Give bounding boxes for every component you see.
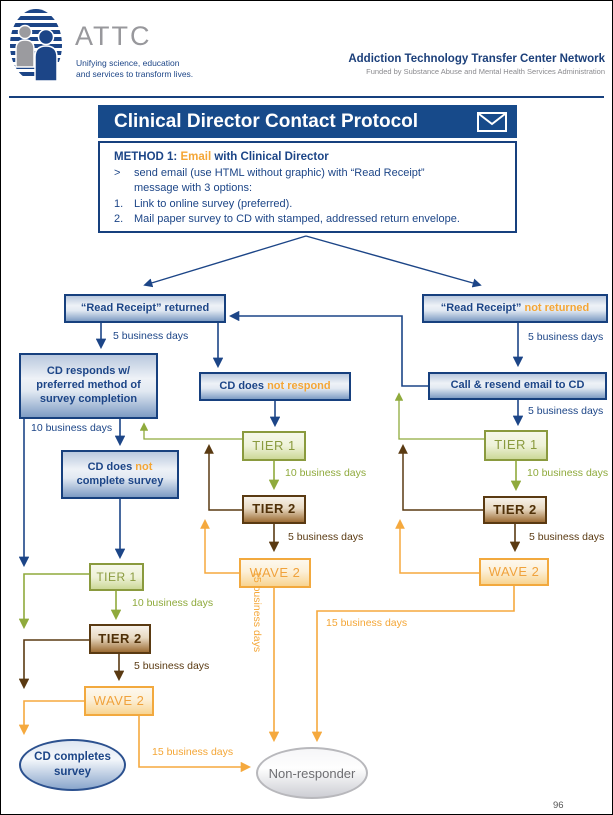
method-item1: 1. Link to online survey (preferred). bbox=[114, 197, 505, 212]
box-tier2-right: TIER 2 bbox=[483, 496, 547, 524]
item1-number: 1. bbox=[114, 197, 124, 210]
method-bullet-row: > send email (use HTML without graphic) … bbox=[114, 166, 505, 181]
box-cd-does-not-respond: CD does not respond bbox=[199, 372, 351, 401]
label-15-days-left: 15 business days bbox=[152, 746, 234, 758]
bullet-line2: message with 3 options: bbox=[134, 182, 253, 195]
label-10-days-mid: 10 business days bbox=[285, 467, 367, 479]
item2-text: Mail paper survey to CD with stamped, ad… bbox=[134, 213, 460, 226]
box-cd-responds: CD responds w/ preferred method of surve… bbox=[19, 353, 158, 419]
box-tier1-left: TIER 1 bbox=[89, 563, 144, 591]
label-5-days-notreturned: 5 business days bbox=[528, 331, 604, 343]
box-wave2-left: WAVE 2 bbox=[84, 686, 154, 716]
label-5-days-mid: 5 business days bbox=[288, 531, 364, 543]
method-item2: 2. Mail paper survey to CD with stamped,… bbox=[114, 212, 505, 227]
network-name: Addiction Technology Transfer Center Net… bbox=[348, 53, 605, 65]
method-heading: METHOD 1: EmailEmail with Clinical Direc… bbox=[114, 151, 505, 163]
box-wave2-right: WAVE 2 bbox=[479, 558, 549, 586]
box-read-receipt-returned: “Read Receipt” returned bbox=[64, 294, 226, 323]
label-10-days-right: 10 business days bbox=[527, 467, 609, 479]
tagline-line2: and services to transform lives. bbox=[76, 69, 194, 80]
envelope-icon bbox=[477, 112, 507, 132]
header-right: Addiction Technology Transfer Center Net… bbox=[348, 53, 605, 76]
label-5-days-call: 5 business days bbox=[528, 405, 604, 417]
method-heading-email: Email bbox=[180, 151, 212, 163]
page-title: Clinical Director Contact Protocol bbox=[114, 110, 419, 132]
method-box: METHOD 1: EmailEmail with Clinical Direc… bbox=[98, 141, 517, 233]
label-10-days-responds: 10 business days bbox=[31, 422, 113, 434]
tagline-line1: Unifying science, education bbox=[76, 58, 180, 68]
logo-tagline: Unifying science, education and services… bbox=[76, 58, 193, 81]
box-read-receipt-not-returned: “Read Receipt” not returned bbox=[422, 294, 608, 323]
label-5-days-right: 5 business days bbox=[529, 531, 605, 543]
box-tier1-mid: TIER 1 bbox=[242, 431, 306, 461]
method-heading-suffix: with Clinical Director bbox=[211, 151, 329, 163]
item1-text: Link to online survey (preferred). bbox=[134, 197, 293, 210]
bullet-line1: send email (use HTML without graphic) wi… bbox=[134, 167, 425, 179]
attc-globe-logo-icon bbox=[9, 7, 67, 83]
item2-number: 2. bbox=[114, 213, 124, 226]
bullet-marker: > bbox=[114, 167, 121, 179]
label-15-days-mid-vertical: 15 business days bbox=[251, 571, 263, 653]
ellipse-non-responder: Non-responder bbox=[256, 747, 368, 799]
header-divider bbox=[9, 96, 604, 98]
attc-wordmark: ATTC bbox=[75, 21, 152, 51]
method-bullet-row2: message with 3 options: bbox=[114, 181, 505, 196]
page-number: 96 bbox=[553, 800, 564, 811]
label-5-days-left: 5 business days bbox=[134, 660, 210, 672]
label-15-days-right: 15 business days bbox=[326, 617, 408, 629]
title-banner: Clinical Director Contact Protocol bbox=[98, 105, 517, 138]
box-tier1-right: TIER 1 bbox=[484, 430, 548, 461]
method-heading-prefix: METHOD 1: bbox=[114, 151, 178, 163]
box-tier2-left: TIER 2 bbox=[89, 624, 151, 654]
funded-by: Funded by Substance Abuse and Mental Hea… bbox=[366, 67, 605, 76]
label-10-days-left: 10 business days bbox=[132, 597, 214, 609]
label-5-days-returned: 5 business days bbox=[113, 330, 189, 342]
box-tier2-mid: TIER 2 bbox=[242, 495, 306, 524]
box-call-resend-email: Call & resend email to CD bbox=[428, 372, 607, 400]
box-wave2-mid: WAVE 2 bbox=[239, 558, 311, 588]
